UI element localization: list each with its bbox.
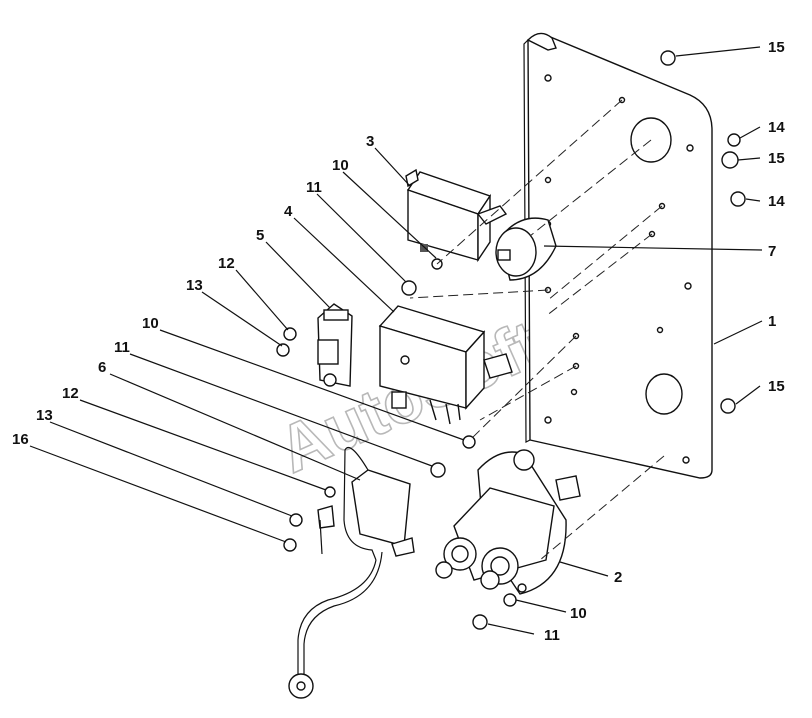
callout-6: 6 <box>98 359 106 376</box>
callout-14: 14 <box>768 119 785 136</box>
callout-2: 2 <box>614 569 622 586</box>
callout-11: 11 <box>544 627 560 644</box>
callout-13: 13 <box>36 407 53 424</box>
callout-15: 15 <box>768 150 785 167</box>
callout-10: 10 <box>142 315 159 332</box>
solenoid <box>435 449 581 595</box>
callout-4: 4 <box>284 203 293 220</box>
callout-15: 15 <box>768 39 785 56</box>
callout-14: 14 <box>768 193 785 210</box>
callout-12: 12 <box>218 255 235 272</box>
switch-assembly <box>495 217 557 281</box>
leader-lines <box>29 46 763 635</box>
callout-10: 10 <box>570 605 587 622</box>
callout-labels: 15 14 15 14 7 1 15 3 10 11 4 5 12 13 10 … <box>12 39 785 644</box>
hardware-nuts-washers <box>276 50 746 630</box>
callout-5: 5 <box>256 227 264 244</box>
relay-large <box>378 305 513 425</box>
callout-10: 10 <box>332 157 349 174</box>
connector-clip <box>317 303 353 387</box>
callout-11: 11 <box>114 339 130 356</box>
callout-1: 1 <box>768 313 776 330</box>
callout-3: 3 <box>366 133 374 150</box>
fuse-holder-cable <box>288 446 415 699</box>
callout-13: 13 <box>186 277 203 294</box>
callout-7: 7 <box>768 243 776 260</box>
callout-12: 12 <box>62 385 79 402</box>
callout-15: 15 <box>768 378 785 395</box>
callout-16: 16 <box>12 431 29 448</box>
mounting-plate <box>523 32 713 479</box>
callout-11: 11 <box>306 179 322 196</box>
relay-small <box>405 168 508 263</box>
